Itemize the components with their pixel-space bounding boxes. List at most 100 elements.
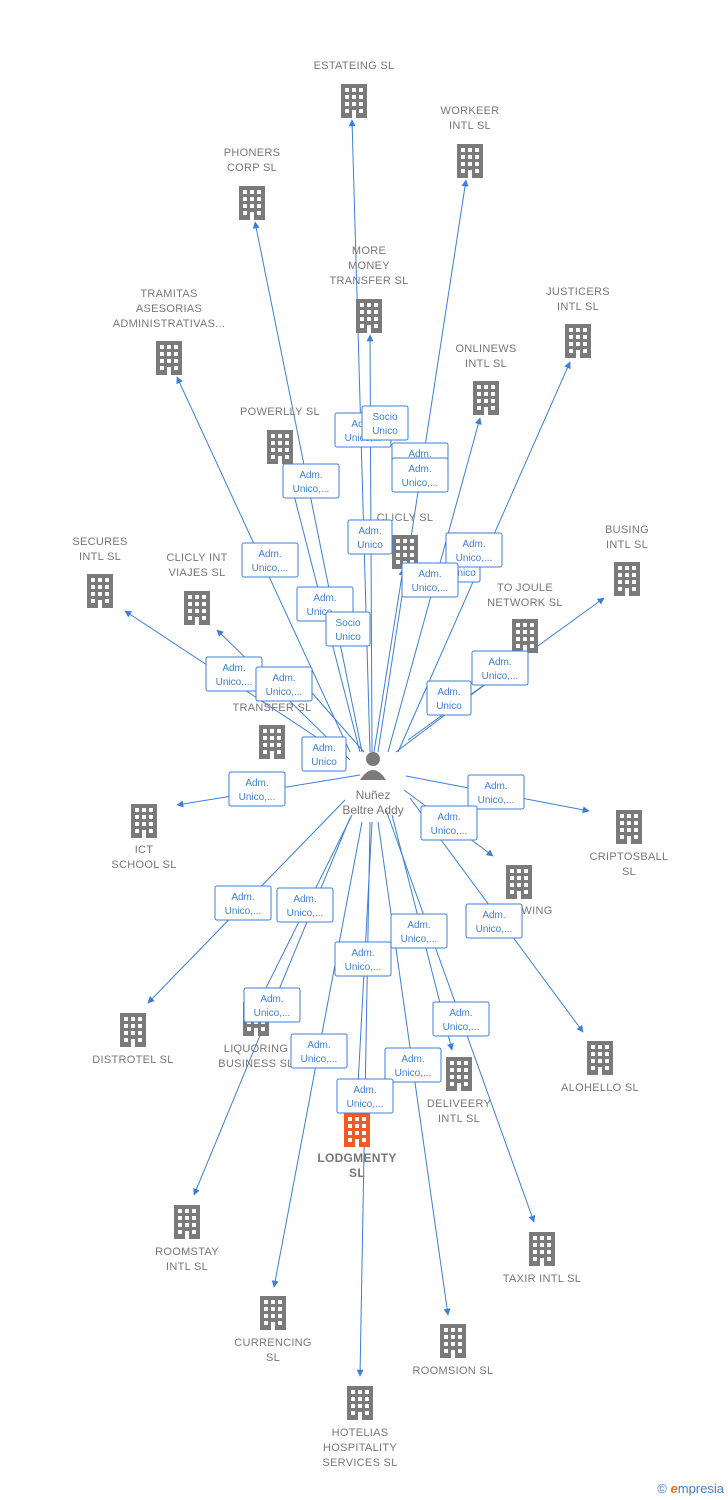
role-label: Adm.Unico,...	[465, 903, 523, 939]
role-text: Adm.	[353, 1085, 376, 1096]
company-node-alohello[interactable]: ALOHELLO SL	[561, 1041, 639, 1094]
role-text: Unico,...	[443, 1022, 480, 1033]
role-label: Adm.Unico,...	[243, 987, 301, 1023]
company-label: JUSTICERS	[546, 286, 610, 298]
building-icon[interactable]	[131, 804, 157, 838]
role-label: Adm.Unico,...	[390, 913, 448, 949]
role-text: Unico,...	[345, 962, 382, 973]
company-node-roomsion[interactable]: ROOMSION SL	[413, 1324, 494, 1377]
building-icon[interactable]	[347, 1386, 373, 1420]
company-node-estateing[interactable]: ESTATEING SL	[314, 60, 395, 118]
role-label: Adm.Unico,...	[334, 941, 392, 977]
company-label: WING	[521, 905, 552, 917]
building-icon[interactable]	[446, 1057, 472, 1091]
role-text: Unico,...	[239, 792, 276, 803]
building-icon[interactable]	[506, 865, 532, 899]
building-icon[interactable]	[473, 381, 499, 415]
building-icon[interactable]	[457, 144, 483, 178]
role-label: Adm.Unico	[301, 736, 347, 772]
company-label: HOTELIAS	[332, 1427, 389, 1439]
role-text: Adm.	[299, 470, 322, 481]
role-text: Adm.	[258, 549, 281, 560]
role-text: Adm.	[462, 539, 485, 550]
role-text: Adm.	[408, 464, 431, 475]
role-text: Unico	[357, 540, 383, 551]
building-icon[interactable]	[87, 574, 113, 608]
building-icon[interactable]	[614, 562, 640, 596]
company-label: SERVICES SL	[322, 1457, 397, 1469]
company-label: INTL SL	[166, 1261, 208, 1273]
role-text: Unico,...	[395, 1068, 432, 1079]
role-text: Unico	[311, 757, 337, 768]
role-text: Unico,...	[431, 826, 468, 837]
building-icon[interactable]	[120, 1013, 146, 1047]
role-label: Adm.Unico,...	[401, 562, 459, 598]
role-label: Adm.Unico,...	[384, 1047, 442, 1083]
company-label: MONEY	[348, 260, 390, 272]
company-label: SL	[349, 1166, 365, 1180]
building-icon[interactable]	[616, 810, 642, 844]
building-icon[interactable]	[259, 725, 285, 759]
company-node-taxir[interactable]: TAXIR INTL SL	[503, 1232, 581, 1285]
building-icon[interactable]	[440, 1324, 466, 1358]
building-icon[interactable]	[512, 619, 538, 653]
building-icon[interactable]	[239, 186, 265, 220]
role-text: Adm.	[437, 687, 460, 698]
company-node-powerlly[interactable]: POWERLLY SL	[240, 406, 320, 464]
role-label: Adm.Unico,...	[255, 666, 313, 702]
person-icon[interactable]	[360, 752, 386, 780]
role-text: Adm.	[482, 910, 505, 921]
company-node-tramitas[interactable]: TRAMITASASESORIASADMINISTRATIVAS...	[113, 288, 226, 375]
building-icon[interactable]	[156, 341, 182, 375]
company-label: SL	[266, 1352, 280, 1364]
company-label: TRANSFER SL	[232, 702, 311, 714]
building-icon[interactable]	[184, 591, 210, 625]
role-label: Adm.Unico,...	[445, 532, 503, 568]
company-label: MORE	[352, 245, 386, 257]
empresia-watermark: © empresia	[657, 1481, 724, 1496]
role-label: Adm.Unico,...	[241, 542, 299, 578]
company-node-ict[interactable]: ICT SCHOOL SL	[111, 804, 176, 871]
building-icon[interactable]	[529, 1232, 555, 1266]
copyright-symbol: ©	[657, 1481, 667, 1496]
company-label: INTL SL	[606, 539, 648, 551]
building-icon[interactable]	[565, 324, 591, 358]
role-text: Adm.	[437, 812, 460, 823]
company-label: LIQUORING	[224, 1043, 288, 1055]
role-text: Unico,...	[266, 687, 303, 698]
company-node-distrotel[interactable]: DISTROTEL SL	[92, 1013, 173, 1066]
building-icon[interactable]	[587, 1041, 613, 1075]
building-icon[interactable]	[267, 430, 293, 464]
company-node-wing[interactable]: WING	[506, 865, 553, 917]
building-icon[interactable]	[174, 1205, 200, 1239]
person-name: Nuñez	[356, 788, 391, 802]
role-text: Adm.	[231, 892, 254, 903]
role-text: Adm.	[449, 1008, 472, 1019]
building-icon[interactable]	[260, 1296, 286, 1330]
company-label: ICT	[135, 844, 154, 856]
role-text: Adm.	[408, 449, 431, 460]
building-icon[interactable]	[341, 84, 367, 118]
role-text: Unico,...	[254, 1008, 291, 1019]
building-icon[interactable]	[344, 1113, 370, 1147]
building-icon[interactable]	[356, 299, 382, 333]
company-label: SCHOOL SL	[111, 859, 176, 871]
